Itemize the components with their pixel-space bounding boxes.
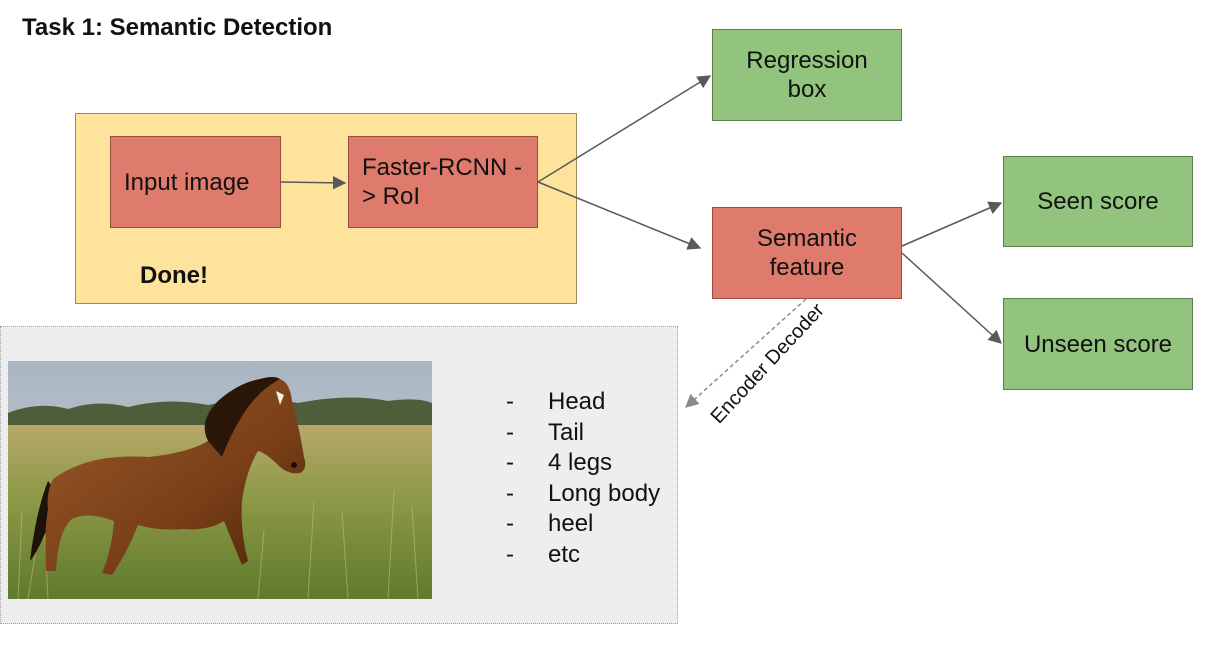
list-item: -Tail (506, 418, 585, 446)
attribute-list: -Head -Tail -4 legs -Long body -heel -et… (506, 387, 660, 571)
arrow-input-to-rcnn (280, 176, 347, 190)
regression-box-node: Regression box (712, 29, 902, 121)
arrow-rcnn-to-regression (537, 75, 712, 183)
horse-image (8, 361, 432, 599)
page-title: Task 1: Semantic Detection (22, 14, 333, 41)
horse-photo (8, 361, 432, 599)
faster-rcnn-label: Faster-RCNN -> RoI (362, 154, 522, 210)
arrow-semantic-to-unseen (901, 252, 1002, 344)
list-item: -heel (506, 510, 594, 538)
arrow-semantic-to-seen (901, 201, 1003, 247)
input-image-label: Input image (124, 168, 250, 196)
list-item: -Long body (506, 479, 661, 507)
done-status-label: Done! (140, 262, 208, 289)
semantic-feature-label: Semantic feature (756, 225, 858, 281)
list-item: -etc (506, 540, 581, 568)
arrow-rcnn-to-semantic (537, 181, 702, 250)
arrow-encoder-decoder (684, 298, 807, 408)
list-item: -4 legs (506, 449, 613, 477)
input-image-node: Input image (110, 136, 281, 228)
regression-box-label: Regression box (746, 47, 868, 103)
seen-score-node: Seen score (1003, 156, 1193, 247)
faster-rcnn-node: Faster-RCNN -> RoI (348, 136, 538, 228)
semantic-feature-node: Semantic feature (712, 207, 902, 299)
unseen-score-label: Unseen score (1023, 330, 1173, 358)
seen-score-label: Seen score (1037, 188, 1159, 215)
list-item: -Head (506, 388, 606, 415)
unseen-score-node: Unseen score (1003, 298, 1193, 390)
